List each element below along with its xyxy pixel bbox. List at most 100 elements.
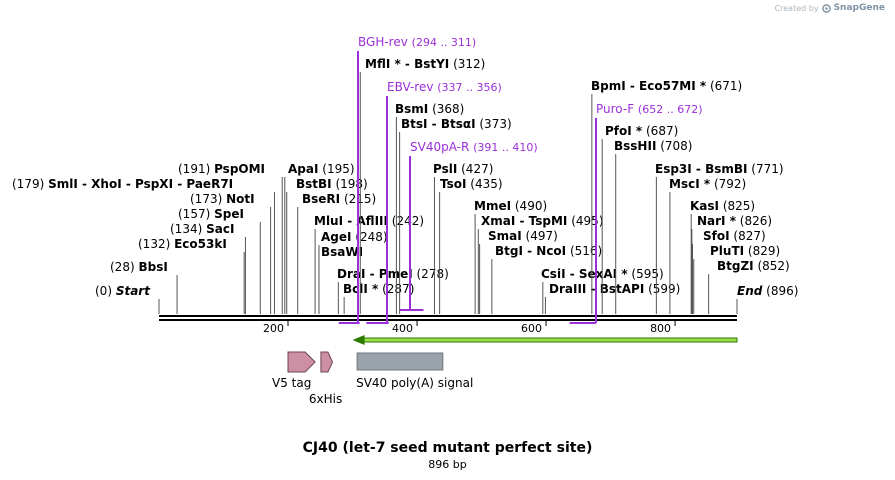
feature-sv40-poly-a-signal[interactable]: SV40 poly(A) signal	[356, 352, 473, 390]
enzyme-name: BseRI	[302, 192, 340, 206]
primer-ebv-rev[interactable]: EBV-rev (337 .. 356)	[366, 80, 502, 324]
map-length: 896 bp	[428, 458, 467, 471]
enzyme-position: (0)	[95, 284, 116, 298]
enzyme-site-nari[interactable]: NarI * (826)	[691, 214, 772, 314]
enzyme-name: TsoI	[440, 177, 466, 191]
enzyme-site-tsoi[interactable]: TsoI (435)	[439, 177, 503, 314]
enzyme-name: BclI *	[343, 282, 379, 296]
enzyme-name: PfoI *	[605, 124, 643, 138]
primer-range: (652 .. 672)	[638, 103, 703, 116]
enzyme-site-sfoi[interactable]: SfoI (827)	[691, 229, 766, 314]
enzyme-name: PslI	[433, 162, 457, 176]
enzyme-position: (708)	[656, 139, 692, 153]
enzyme-position: (173)	[190, 192, 226, 206]
primer-name: SV40pA-R	[410, 140, 473, 154]
enzyme-position: (827)	[730, 229, 766, 243]
enzyme-name: BbsI	[138, 260, 167, 274]
primer-sv40pa-r[interactable]: SV40pA-R (391 .. 410)	[400, 140, 538, 311]
enzyme-position: (242)	[388, 214, 424, 228]
enzyme-name: SmlI - XhoI - PspXI - PaeR7I	[48, 177, 233, 191]
enzyme-name: SacI	[206, 222, 234, 236]
enzyme-site-eco53ki[interactable]: (132) Eco53kI	[138, 237, 245, 314]
enzyme-site-draiii-bstapi[interactable]: DraIII - BstAPI (599)	[544, 282, 680, 314]
enzyme-position: (179)	[12, 177, 48, 191]
enzyme-site-pspomi[interactable]: (191) PspOMI	[178, 162, 283, 314]
enzyme-site-msci[interactable]: MscI * (792)	[669, 177, 746, 314]
enzyme-name: ApaI	[288, 162, 318, 176]
enzyme-label: (173) NotI	[190, 192, 255, 206]
feature-6xhis[interactable]: 6xHis	[309, 351, 342, 406]
enzyme-position: (826)	[736, 214, 772, 228]
enzyme-position: (312)	[449, 57, 485, 71]
feature-v5-tag[interactable]: V5 tag	[272, 351, 316, 390]
enzyme-site-bpmi-eco57mi[interactable]: BpmI - Eco57MI * (671)	[591, 79, 742, 314]
orf-arrow-head	[352, 335, 365, 345]
enzyme-site-btgi-ncoi[interactable]: BtgI - NcoI (516)	[491, 244, 602, 314]
enzyme-position: (368)	[428, 102, 464, 116]
restriction-sites: (0) Start(28) BbsI (132) Eco53kI(134) Sac…	[12, 57, 798, 314]
enzyme-position: (896)	[762, 284, 798, 298]
enzyme-label: DraIII - BstAPI (599)	[549, 282, 680, 296]
enzyme-site-noti[interactable]: (173) NotI	[190, 192, 272, 314]
enzyme-label: XmaI - TspMI (495)	[481, 214, 603, 228]
enzyme-label: NarI * (826)	[697, 214, 772, 228]
enzyme-site-pluti[interactable]: PluTI (829)	[693, 244, 780, 314]
enzyme-site-apai[interactable]: ApaI (195)	[284, 162, 355, 314]
enzyme-label: BssHII (708)	[614, 139, 693, 153]
enzyme-position: (852)	[754, 259, 790, 273]
enzyme-site-start[interactable]: (0) Start	[95, 284, 160, 314]
enzyme-name: BpmI - Eco57MI *	[591, 79, 707, 93]
enzyme-site-btsi-bts-i[interactable]: BtsI - BtsαI (373)	[399, 117, 512, 314]
enzyme-label: (0) Start	[95, 284, 151, 298]
enzyme-site-mlui-afliii[interactable]: MluI - AflIII (242)	[314, 214, 424, 314]
enzyme-site-xmai-tspmi[interactable]: XmaI - TspMI (495)	[477, 214, 603, 314]
enzyme-site-spei[interactable]: (157) SpeI	[178, 207, 261, 314]
enzyme-site-csii-sexai[interactable]: CsiI - SexAI * (595)	[541, 267, 664, 314]
primer-name: Puro-F	[596, 102, 638, 116]
enzyme-name: SpeI	[214, 207, 244, 221]
enzyme-label: DraI - PmeI (278)	[337, 267, 449, 281]
enzyme-label: Esp3I - BsmBI (771)	[655, 162, 784, 176]
feature-label: SV40 poly(A) signal	[356, 376, 473, 390]
enzyme-position: (595)	[628, 267, 664, 281]
enzyme-site-smai[interactable]: SmaI (497)	[479, 229, 558, 314]
enzyme-name: BsmI	[395, 102, 428, 116]
enzyme-position: (792)	[710, 177, 746, 191]
feature-orf-arrow[interactable]	[352, 335, 738, 345]
enzyme-site-smli-xhoi-pspxi-paer7i[interactable]: (179) SmlI - XhoI - PspXI - PaeR7I	[12, 177, 275, 314]
enzyme-site-esp3i-bsmbi[interactable]: Esp3I - BsmBI (771)	[655, 162, 784, 314]
enzyme-site-bsmi[interactable]: BsmI (368)	[395, 102, 464, 314]
ruler-tick-label: 200	[263, 322, 284, 335]
enzyme-site-saci[interactable]: (134) SacI	[170, 222, 246, 314]
enzyme-label: (134) SacI	[170, 222, 234, 236]
enzyme-label: MmeI (490)	[474, 199, 547, 213]
enzyme-name: NotI	[226, 192, 255, 206]
primer-bgh-rev[interactable]: BGH-rev (294 .. 311)	[338, 35, 477, 324]
enzyme-site-end[interactable]: End (896)	[736, 284, 798, 314]
tag-arrow-shape	[287, 351, 316, 373]
primer-label: Puro-F (652 .. 672)	[596, 102, 702, 116]
enzyme-label: End (896)	[737, 284, 798, 298]
snapgene-name: SnapGene	[833, 3, 885, 13]
enzyme-label: PluTI (829)	[710, 244, 780, 258]
enzyme-site-kasi[interactable]: KasI (825)	[690, 199, 755, 314]
enzyme-name: MscI *	[669, 177, 711, 191]
enzyme-site-pfoi[interactable]: PfoI * (687)	[601, 124, 678, 314]
enzyme-label: (132) Eco53kI	[138, 237, 227, 251]
enzyme-site-mmei[interactable]: MmeI (490)	[474, 199, 547, 314]
primer-annotations: BGH-rev (294 .. 311)EBV-rev (337 .. 356)…	[338, 35, 703, 324]
ruler-tick-label: 800	[650, 322, 671, 335]
enzyme-position: (495)	[567, 214, 603, 228]
enzyme-site-bbsi[interactable]: (28) BbsI	[110, 260, 178, 314]
enzyme-site-mfli-bstyi[interactable]: MflI * - BstYI (312)	[359, 57, 485, 314]
primer-puro-f[interactable]: Puro-F (652 .. 672)	[569, 102, 703, 324]
enzyme-site-psli[interactable]: PslI (427)	[433, 162, 493, 314]
enzyme-position: (771)	[747, 162, 783, 176]
enzyme-name: BtsI - BtsαI	[401, 117, 476, 131]
enzyme-label: BtgI - NcoI (516)	[495, 244, 602, 258]
enzyme-site-bsshii[interactable]: BssHII (708)	[614, 139, 693, 314]
enzyme-site-bsawi[interactable]: BsaWI	[318, 245, 363, 314]
enzyme-site-btgzi[interactable]: BtgZI (852)	[708, 259, 790, 314]
